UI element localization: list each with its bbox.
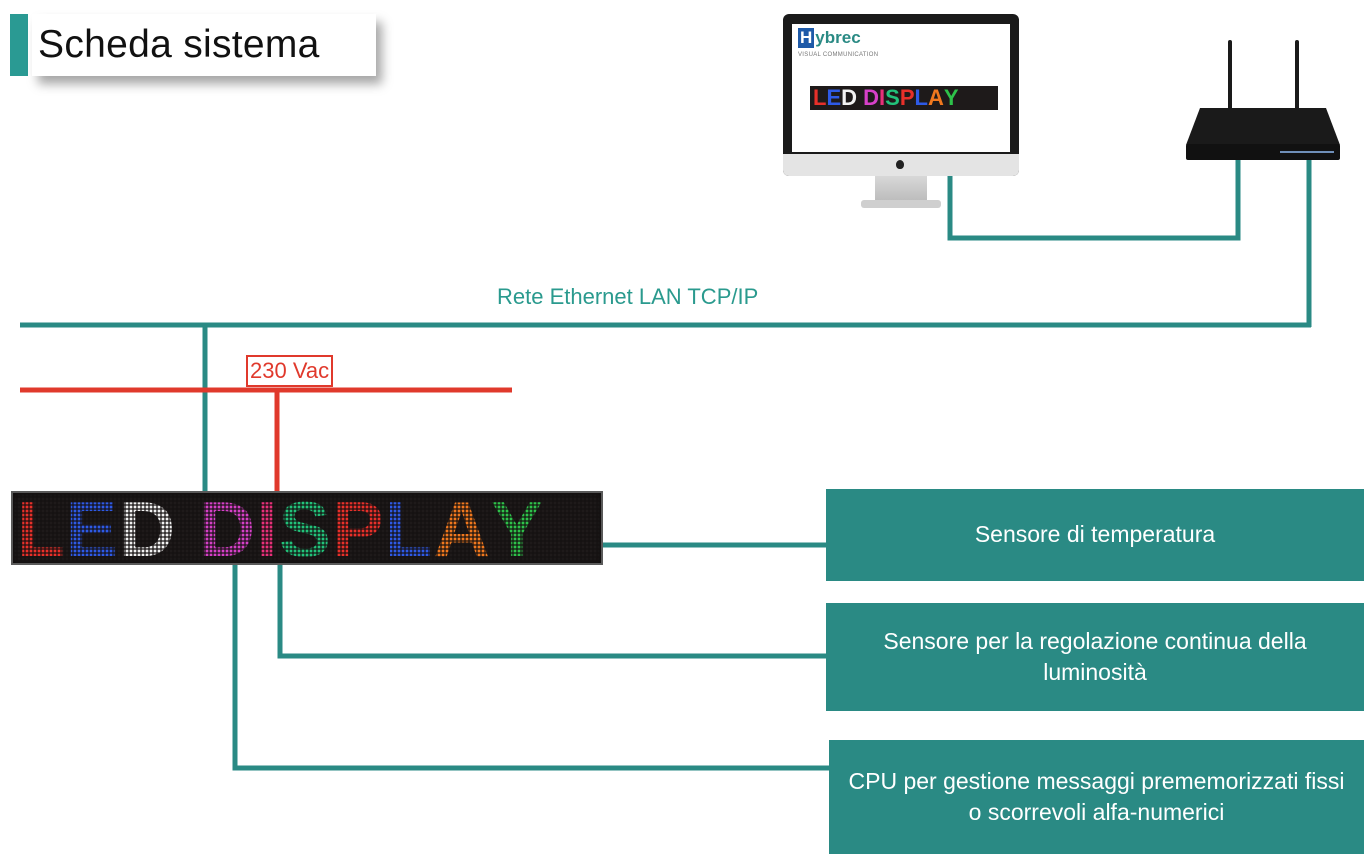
temperature-sensor-label: Sensore di temperatura: [974, 521, 1216, 548]
led-letter: I: [256, 491, 279, 565]
network-label: Rete Ethernet LAN TCP/IP: [497, 284, 759, 309]
title-box: Scheda sistema: [32, 14, 376, 76]
monitor-led-preview-text: LED DISPLAY: [813, 86, 959, 110]
title-accent-bar: [10, 14, 28, 76]
mini-led-letter: L: [914, 86, 928, 110]
luminosity-sensor-box: Sensore per la regolazione continua dell…: [826, 603, 1364, 711]
monitor-to-router-line: [947, 160, 1241, 241]
led-display-text: LED DISPLAY: [17, 491, 544, 565]
led-letter: L: [17, 491, 66, 565]
brand-name: ybrec: [815, 28, 861, 47]
mini-led-letter: D: [841, 86, 858, 110]
led-letter: A: [433, 491, 491, 565]
monitor-base: [861, 200, 941, 208]
temperature-sensor-box: Sensore di temperatura: [826, 489, 1364, 581]
cpu-box: CPU per gestione messaggi prememorizzati…: [829, 740, 1364, 854]
led-to-luminosity-line: [277, 565, 828, 659]
led-display-strip: LED DISPLAY: [11, 491, 603, 565]
mini-led-letter: A: [928, 86, 944, 110]
apple-logo-icon: [896, 160, 904, 169]
brand-initial: H: [798, 28, 815, 48]
led-letter: D: [198, 491, 257, 565]
monitor-led-preview: LED DISPLAY: [810, 86, 998, 110]
luminosity-sensor-label: Sensore per la regolazione continua dell…: [883, 627, 1307, 685]
brand-tagline: VISUAL COMMUNICATION: [798, 52, 879, 58]
led-letter: E: [65, 491, 119, 565]
led-letter: S: [278, 491, 332, 565]
cpu-label: CPU per gestione messaggi prememorizzati…: [848, 767, 1345, 825]
led-letter: P: [331, 491, 385, 565]
mini-led-letter: S: [885, 86, 900, 110]
title-block: Scheda sistema: [10, 14, 406, 84]
mini-led-letter: I: [879, 86, 886, 110]
mini-led-letter: Y: [943, 86, 959, 110]
led-to-cpu-line: [232, 565, 831, 771]
mini-led-letter: L: [813, 86, 827, 110]
mini-led-letter: E: [826, 86, 842, 110]
monitor-stand: [875, 176, 927, 200]
router-icon: [1186, 40, 1340, 160]
led-letter: D: [118, 491, 177, 565]
led-letter: Y: [490, 491, 544, 565]
mini-led-letter: P: [899, 86, 915, 110]
page-title: Scheda sistema: [38, 23, 320, 66]
led-letter: [176, 493, 199, 563]
voltage-label: 230 Vac: [246, 355, 334, 387]
mini-led-letter: D: [863, 86, 880, 110]
led-letter: L: [384, 491, 434, 565]
